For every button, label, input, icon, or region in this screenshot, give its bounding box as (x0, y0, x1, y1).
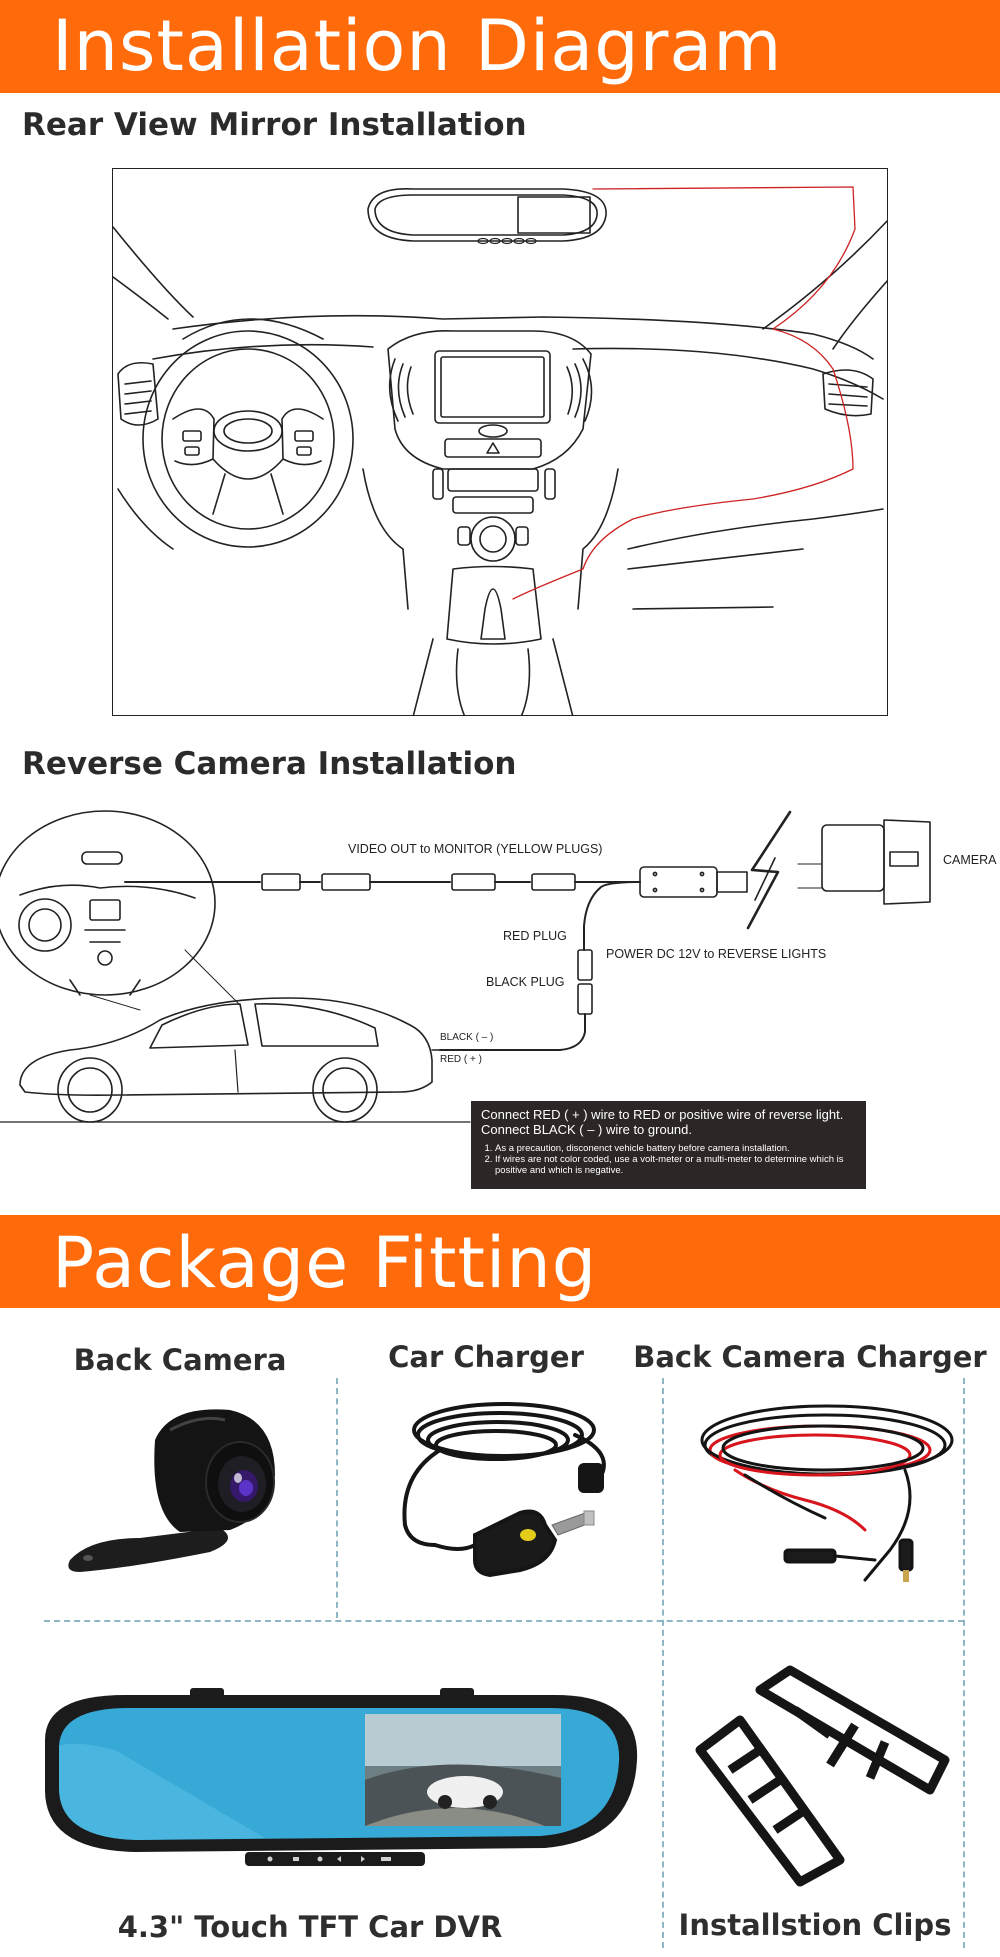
divider-vertical-left (336, 1378, 338, 1618)
black-plug-label: BLACK PLUG (486, 975, 565, 989)
camera-label: CAMERA (943, 853, 997, 867)
divider-horizontal (44, 1620, 964, 1622)
precaution-item: As a precaution, disconenct vehicle batt… (495, 1143, 856, 1154)
reverse-camera-heading: Reverse Camera Installation (22, 746, 517, 782)
precaution-item: If wires are not color coded, use a volt… (495, 1154, 856, 1176)
black-wire-label: BLACK ( – ) (440, 1032, 493, 1043)
installation-clips-label: Installstion Clips (678, 1908, 952, 1942)
wiring-instructions-box: Connect RED ( + ) wire to RED or positiv… (471, 1101, 866, 1189)
sedan-drawing (0, 997, 471, 1123)
installation-banner-title: Installation Diagram (52, 5, 783, 87)
package-banner-title: Package Fitting (52, 1222, 598, 1304)
interior-inset-drawing (0, 810, 216, 996)
back-camera-label: Back Camera (73, 1343, 287, 1377)
camera-housing-drawing (797, 819, 931, 905)
divider-vertical-edge (963, 1378, 965, 1948)
installation-banner: Installation Diagram (0, 0, 1000, 93)
red-plug-label: RED PLUG (503, 929, 567, 943)
car-charger-label: Car Charger (388, 1340, 584, 1374)
car-dvr-label: 4.3" Touch TFT Car DVR (117, 1910, 503, 1944)
car-interior-illustration (112, 168, 888, 716)
reverse-camera-wiring-diagram: VIDEO OUT to MONITOR (YELLOW PLUGS) CAME… (0, 800, 1000, 1195)
steering-wheel-drawing (142, 330, 354, 548)
cable-route-line (512, 186, 856, 600)
back-camera-product (60, 1400, 310, 1580)
precaution-list: As a precaution, disconenct vehicle batt… (481, 1143, 856, 1176)
installation-clips-product (680, 1660, 960, 1890)
wiring-instructions-text: Connect RED ( + ) wire to RED or positiv… (481, 1107, 844, 1137)
rear-view-mirror-drawing (367, 188, 607, 245)
center-console-drawing (387, 330, 593, 562)
back-camera-charger-product (675, 1400, 975, 1600)
car-dvr-mirror-product (25, 1680, 645, 1880)
video-out-label: VIDEO OUT to MONITOR (YELLOW PLUGS) (348, 842, 602, 856)
rear-view-heading: Rear View Mirror Installation (22, 107, 527, 143)
red-wire-label: RED ( + ) (440, 1054, 482, 1065)
divider-vertical-right (662, 1378, 664, 1948)
back-camera-charger-label: Back Camera Charger (633, 1340, 987, 1374)
power-label: POWER DC 12V to REVERSE LIGHTS (606, 947, 826, 961)
package-banner: Package Fitting (0, 1215, 1000, 1308)
car-charger-product (380, 1395, 640, 1595)
